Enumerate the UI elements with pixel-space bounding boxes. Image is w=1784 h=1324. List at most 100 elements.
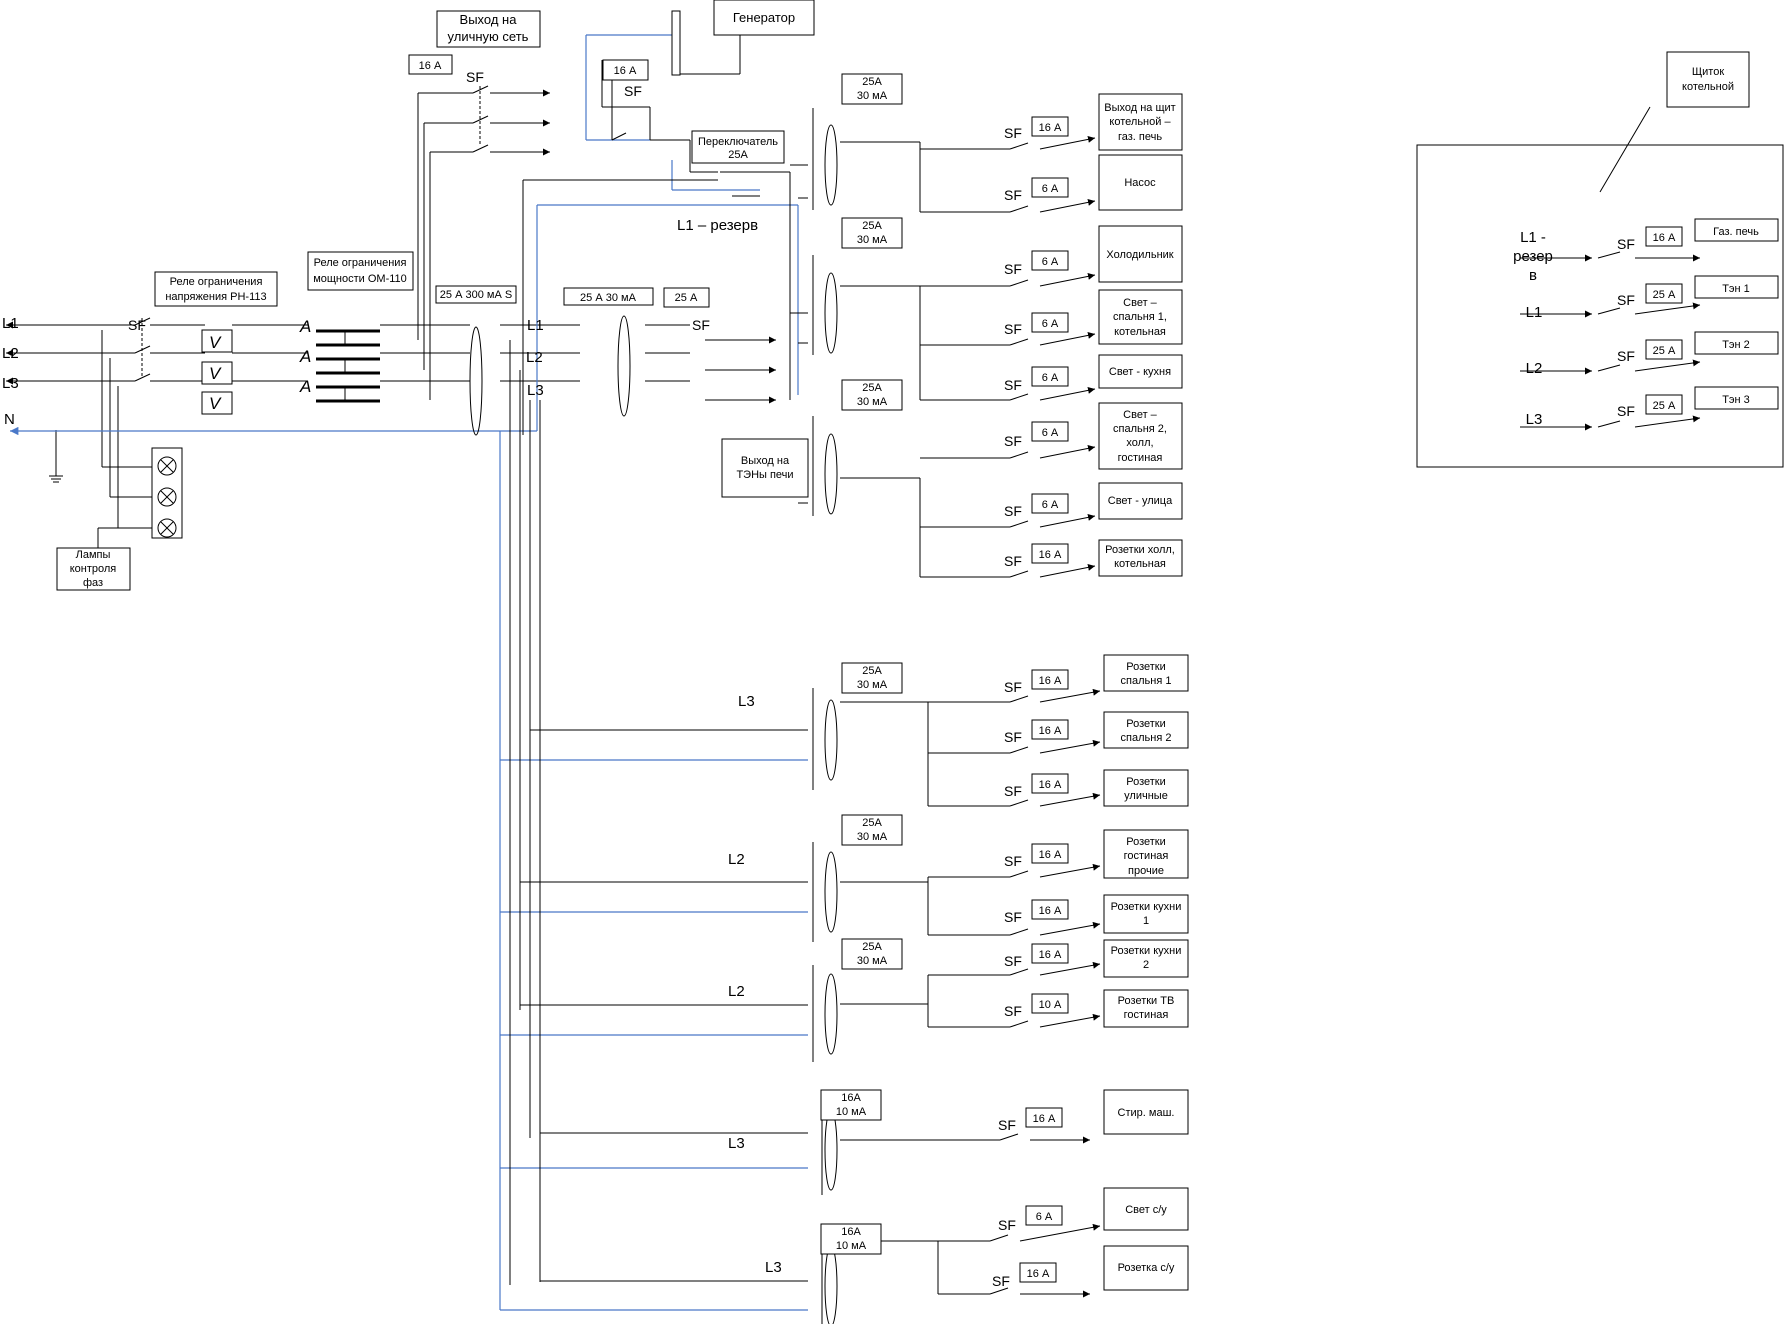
boiler-panel-phases: L1 - резер в L1 L2 L3 bbox=[1513, 229, 1553, 428]
boiler-gas: Газ. печь bbox=[1713, 226, 1759, 238]
label-rcd3-2: 30 мА bbox=[857, 396, 888, 408]
boiler-rating-1: 16 А bbox=[1653, 232, 1676, 244]
label-sf-generator: SF bbox=[624, 83, 642, 99]
label-sf-street: SF bbox=[466, 69, 484, 85]
phase-labels: L1 L2 L3 N L1 L2 L3 L3 L2 L2 L3 L3 L1 – … bbox=[2, 217, 782, 1276]
boiler-reserve-1: L1 - bbox=[1520, 229, 1546, 246]
label-l3-group4: L3 bbox=[738, 693, 755, 710]
load-light-wc: Свет с/у bbox=[1125, 1204, 1167, 1216]
label-rcd8-2: 10 мА bbox=[836, 1240, 867, 1252]
load-light-bed2-4: гостиная bbox=[1118, 452, 1163, 464]
label-sf-14: SF bbox=[1004, 953, 1022, 969]
rating-13: 16 А bbox=[1039, 905, 1062, 917]
load-sock-tv-2: гостиная bbox=[1124, 1009, 1169, 1021]
rcd-symbols bbox=[469, 108, 838, 1324]
load-gas-1: Выход на щит bbox=[1104, 102, 1175, 114]
boiler-l3: L3 bbox=[1526, 411, 1543, 428]
load-sock-street-2: уличные bbox=[1124, 790, 1168, 802]
label-sf-heater: SF bbox=[692, 317, 710, 333]
boiler-panel-labels: Щиток котельной Газ. печь Тэн 1 Тэн 2 Тэ… bbox=[1682, 66, 1759, 406]
boiler-reserve-2: резер bbox=[1513, 248, 1553, 265]
label-n: N bbox=[4, 411, 15, 428]
neutral-lines bbox=[9, 34, 808, 1311]
label-rcd7-1: 16А bbox=[841, 1092, 861, 1104]
load-sock-tv-1: Розетки ТВ bbox=[1118, 995, 1175, 1007]
sf-labels: SF SF SF SF SF SF SF SF SF SF SF SF SF S… bbox=[128, 69, 1635, 1289]
label-sf-main: SF bbox=[128, 317, 146, 333]
label-sf-7: SF bbox=[1004, 503, 1022, 519]
boiler-title-1: Щиток bbox=[1692, 66, 1724, 78]
label-v-3: V bbox=[209, 394, 222, 413]
boiler-reserve-3: в bbox=[1529, 267, 1537, 284]
label-l1: L1 bbox=[2, 315, 19, 332]
label-l2: L2 bbox=[2, 345, 19, 362]
label-rcd5-2: 30 мА bbox=[857, 831, 888, 843]
label-rcd4-1: 25А bbox=[862, 665, 882, 677]
label-l3-bus: L3 bbox=[527, 382, 544, 399]
load-sock-hall-1: Розетки холл, bbox=[1105, 544, 1175, 556]
rating-15: 10 А bbox=[1039, 999, 1062, 1011]
label-rcd-main: 25 А 300 мА S bbox=[440, 289, 512, 301]
load-sock-hall-2: котельная bbox=[1114, 558, 1166, 570]
label-power-relay-1: Реле ограничения bbox=[314, 257, 407, 269]
label-sf-13: SF bbox=[1004, 909, 1022, 925]
label-sf-boiler-3: SF bbox=[1617, 348, 1635, 364]
rating-boxes: 16 А 6 А 6 А 6 А 6 А 6 А 6 А 16 А 16 А 1… bbox=[1019, 116, 1683, 1283]
load-light-kitchen: Свет - кухня bbox=[1109, 366, 1171, 378]
label-sf-1: SF bbox=[1004, 125, 1022, 141]
label-sf-17: SF bbox=[998, 1217, 1016, 1233]
label-l3-group8: L3 bbox=[765, 1259, 782, 1276]
load-pump: Насос bbox=[1124, 177, 1156, 189]
label-power-relay-2: мощности ОМ-110 bbox=[313, 273, 407, 285]
label-rcd1-2: 30 мА bbox=[857, 90, 888, 102]
boiler-rating-2: 25 А bbox=[1653, 289, 1676, 301]
label-generator: Генератор bbox=[733, 10, 795, 25]
label-a-2: A bbox=[299, 347, 311, 366]
load-sock-kitchen2-2: 2 bbox=[1143, 959, 1149, 971]
rating-5: 6 А bbox=[1042, 372, 1059, 384]
load-gas-2: котельной – bbox=[1109, 116, 1171, 128]
label-sf-12: SF bbox=[1004, 853, 1022, 869]
label-rcd6-1: 25А bbox=[862, 941, 882, 953]
rating-7: 6 А bbox=[1042, 499, 1059, 511]
lamp-icons bbox=[157, 456, 177, 538]
load-branches bbox=[989, 135, 1101, 1298]
load-sock-bed1-2: спальня 1 bbox=[1121, 675, 1172, 687]
label-sf-3: SF bbox=[1004, 261, 1022, 277]
boiler-panel-wiring bbox=[1520, 106, 1701, 431]
boiler-rating-4: 25 А bbox=[1653, 400, 1676, 412]
label-rcd8-1: 16А bbox=[841, 1226, 861, 1238]
rating-2: 6 А bbox=[1042, 183, 1059, 195]
load-sock-street-1: Розетки bbox=[1126, 776, 1166, 788]
label-sf-8: SF bbox=[1004, 553, 1022, 569]
label-a-3: A bbox=[299, 377, 311, 396]
load-sock-bed1-1: Розетки bbox=[1126, 661, 1166, 673]
label-sf-9: SF bbox=[1004, 679, 1022, 695]
distribution-bus bbox=[417, 30, 808, 1285]
load-light-bed2-3: холл, bbox=[1126, 437, 1153, 449]
rating-1: 16 А bbox=[1039, 122, 1062, 134]
rating-8: 16 А bbox=[1039, 549, 1062, 561]
boiler-l1: L1 bbox=[1526, 304, 1543, 321]
box-labels: Лампы контроля фаз Реле ограничения напр… bbox=[70, 10, 888, 1252]
load-fridge: Холодильник bbox=[1106, 249, 1173, 261]
label-sf-heater-rating: 25 А bbox=[675, 292, 698, 304]
label-sf-10: SF bbox=[1004, 729, 1022, 745]
label-l2-group6: L2 bbox=[728, 983, 745, 1000]
label-sf-15: SF bbox=[1004, 1003, 1022, 1019]
label-sf-4: SF bbox=[1004, 321, 1022, 337]
load-sock-living-1: Розетки bbox=[1126, 836, 1166, 848]
label-lamps-2: контроля bbox=[70, 563, 117, 575]
boiler-title-2: котельной bbox=[1682, 81, 1734, 93]
label-rcd-heater: 25 А 30 мА bbox=[580, 292, 637, 304]
label-v-2: V bbox=[209, 364, 222, 383]
label-voltage-relay-2: напряжения РН-113 bbox=[165, 291, 266, 303]
label-a-1: A bbox=[299, 317, 311, 336]
boiler-ten3: Тэн 3 bbox=[1722, 394, 1750, 406]
load-sock-bed2-1: Розетки bbox=[1126, 718, 1166, 730]
label-sf-16: SF bbox=[998, 1117, 1016, 1133]
rating-12: 16 А bbox=[1039, 849, 1062, 861]
label-reserve: L1 – резерв bbox=[677, 217, 758, 234]
label-l3-group7: L3 bbox=[728, 1135, 745, 1152]
